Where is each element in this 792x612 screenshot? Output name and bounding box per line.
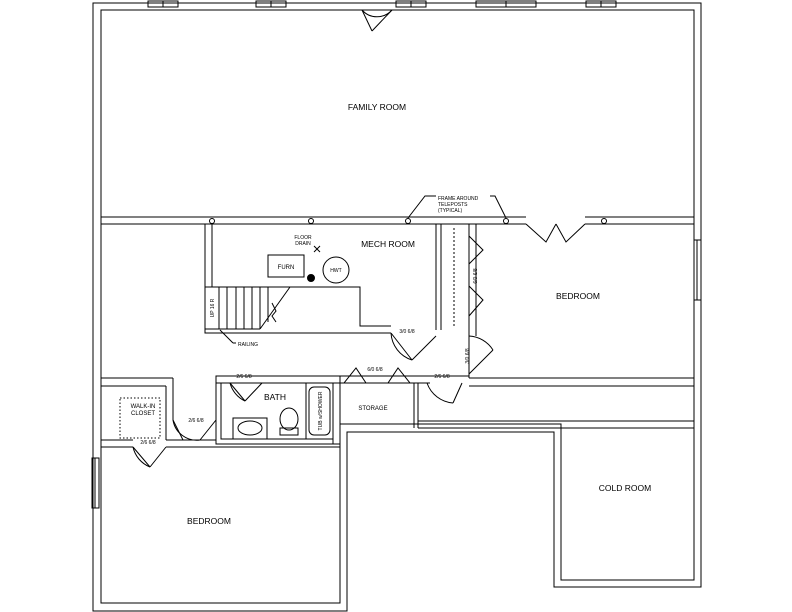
bedroom-east-door [468, 335, 494, 375]
closet-door-size: 2/6 6/8 [140, 440, 156, 446]
cold-room-label: COLD ROOM [599, 483, 651, 493]
family-room-label: FAMILY ROOM [348, 102, 406, 112]
railing-label: RAILING [238, 342, 258, 348]
top-windows [147, 0, 617, 8]
bedroom-east-label: BEDROOM [556, 291, 600, 301]
note-leader [407, 195, 436, 219]
hot-water-tank [322, 256, 350, 284]
side-windows [91, 239, 702, 509]
vanity [232, 417, 268, 440]
bedroom-west-door-size: 2/6 6/8 [188, 418, 204, 424]
entry-door [361, 9, 393, 32]
walk-in-closet-label-2: CLOSET [131, 411, 155, 417]
exterior-wall-inner [100, 9, 695, 604]
bedroom-west-label: BEDROOM [187, 516, 231, 526]
bathtub [305, 382, 334, 440]
walk-in-closet-label: WALK-IN [131, 404, 156, 410]
mech-door [390, 332, 437, 361]
storage-doors [343, 367, 411, 384]
storage-label: STORAGE [358, 406, 387, 412]
frame-note-2: TELEPOSTS [438, 202, 468, 208]
bath-room-wall [215, 375, 341, 445]
bath-label: BATH [264, 392, 286, 402]
stair-count-label: UP 16 R [210, 298, 216, 317]
mech-door-size: 3/0 6/8 [399, 329, 415, 335]
hwt-label: HWT [330, 268, 341, 274]
floor-drain [313, 245, 321, 253]
tub-shower-label: TUB w/SHOWER [318, 391, 324, 430]
bath-door [229, 382, 263, 402]
floor-drain-label: FLOOR [294, 235, 312, 241]
storage-door-size: 6/0 6/8 [367, 367, 383, 373]
bedroom-east-closet-doors [468, 235, 484, 317]
toilet [279, 407, 299, 431]
furnace-unit [267, 254, 305, 278]
mech-room-wall [204, 224, 391, 334]
bath-door-size: 2/6 6/8 [236, 374, 252, 380]
furnace-label: FURN [278, 265, 295, 271]
stairs [204, 286, 291, 344]
teleposts [209, 218, 607, 224]
hall-door-size: 2/6 6/8 [434, 374, 450, 380]
frame-note-3: (TYPICAL) [438, 208, 463, 214]
bedroom-west-door [172, 419, 217, 441]
closet-door [132, 446, 167, 468]
hall-door [414, 382, 463, 404]
bedroom-east-door-size: 3/0 6/8 [465, 348, 471, 364]
mech-room-label: MECH ROOM [361, 239, 415, 249]
family-bedroom-doors [525, 223, 586, 243]
floor-drain-label-2: DRAIN [295, 241, 311, 247]
bedroom-east-closet-size: 6/0 6/8 [473, 268, 479, 284]
exterior-wall [92, 2, 702, 612]
frame-note: FRAME AROUND [438, 196, 479, 202]
